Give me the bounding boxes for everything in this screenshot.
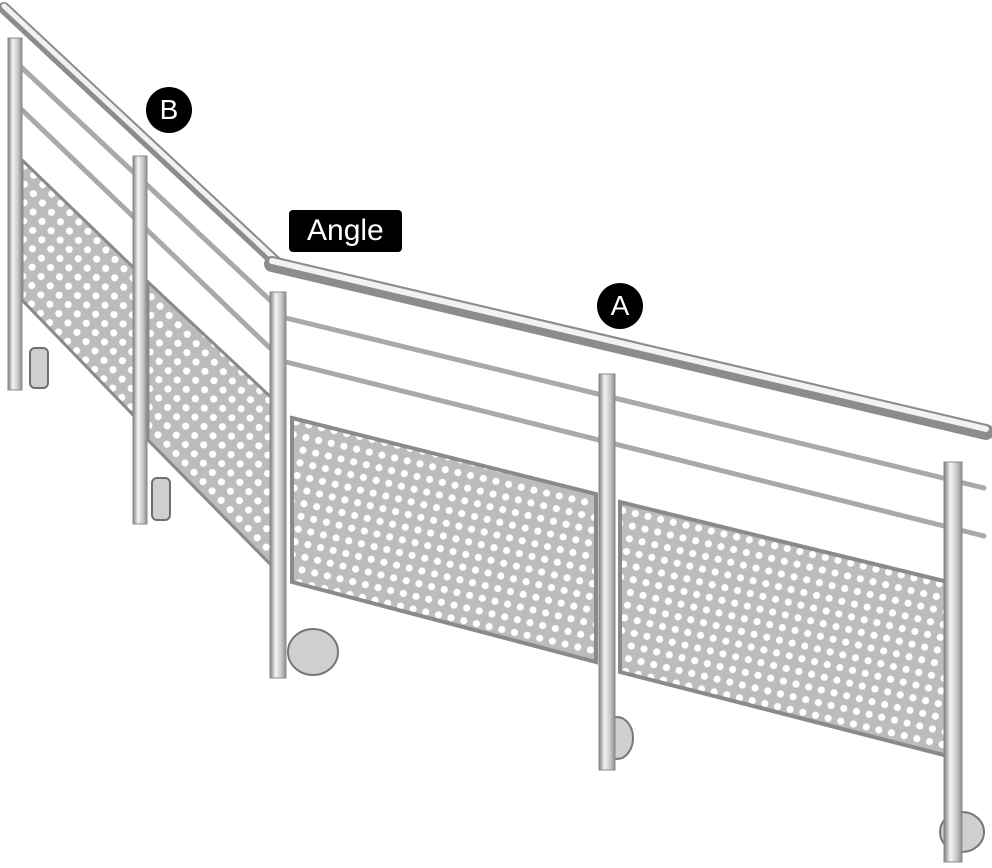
- handrail-lower: [264, 256, 992, 440]
- perforated-panel-lower-1: [290, 415, 598, 665]
- post-angle: [269, 291, 339, 679]
- label-angle: Angle: [289, 210, 402, 252]
- post-upper-2: [132, 155, 171, 525]
- label-b: B: [146, 87, 192, 133]
- perforated-panel-lower-2: [618, 499, 950, 759]
- handrail-upper: [0, 2, 282, 268]
- post-upper-1: [7, 37, 49, 391]
- intermediate-rails-lower: [283, 315, 987, 539]
- label-a: A: [597, 283, 643, 329]
- post-lower-2: [598, 373, 634, 771]
- perforated-panel-upper-2: [146, 278, 276, 572]
- post-lower-3: [939, 461, 985, 863]
